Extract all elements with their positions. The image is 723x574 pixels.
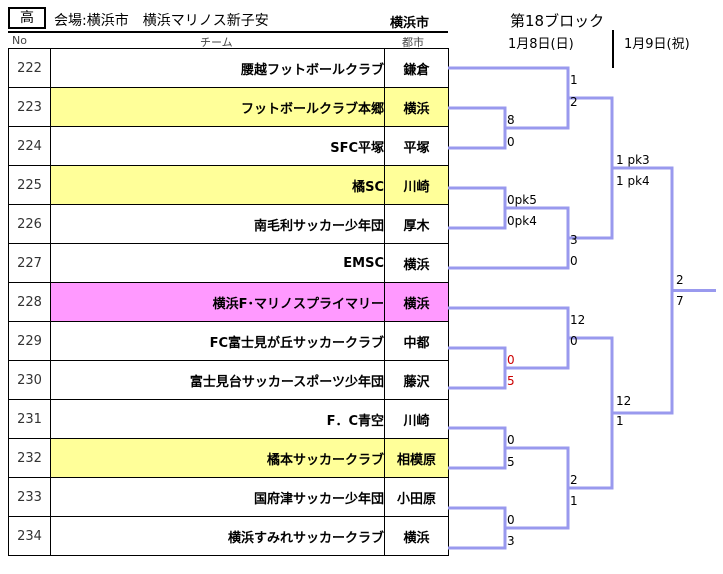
team-city: 厚木 (384, 204, 449, 244)
team-city: 川崎 (384, 399, 449, 439)
row-number: 230 (8, 360, 51, 400)
match-score: 1 (616, 414, 624, 428)
match-score: 2 (570, 95, 578, 109)
team-name: 腰越フットボールクラブ (50, 48, 385, 88)
match-score: 0 (507, 513, 515, 527)
team-name: F．C青空 (50, 399, 385, 439)
match-score: 1 (570, 73, 578, 87)
team-name: 横浜すみれサッカークラブ (50, 516, 385, 556)
match-score: 3 (507, 534, 515, 548)
match-score: 0pk4 (507, 214, 537, 228)
city-label: 横浜市 (390, 16, 430, 31)
match-score: 1 (570, 494, 578, 508)
bracket-match (460, 426, 507, 470)
match-score: 0pk5 (507, 193, 537, 207)
bracket-match (612, 166, 674, 415)
bracket-match (460, 186, 507, 230)
team-city: 平塚 (384, 126, 449, 166)
team-name: FC富士見が丘サッカークラブ (50, 321, 385, 361)
match-score: 0 (507, 433, 515, 447)
team-city: 藤沢 (384, 360, 449, 400)
venue-label: 会場:横浜市 横浜マリノス新子安 (54, 13, 269, 29)
category-badge: 高 (8, 7, 46, 29)
team-city: 中都 (384, 321, 449, 361)
match-score: 0 (570, 334, 578, 348)
bracket-match (568, 96, 614, 240)
team-city: 鎌倉 (384, 48, 449, 88)
team-name: SFC平塚 (50, 126, 385, 166)
match-score: 2 (570, 473, 578, 487)
block-title: 第18ブロック (510, 12, 605, 30)
team-city: 川崎 (384, 165, 449, 205)
col-header-city: 都市 (402, 36, 424, 49)
bracket-match (460, 346, 507, 390)
team-city: 小田原 (384, 477, 449, 517)
round1-date: 1月8日(日) (508, 37, 574, 52)
match-score: 0 (570, 254, 578, 268)
match-score: 2 (676, 273, 684, 287)
match-score: 12 (570, 313, 585, 327)
bracket-match (460, 106, 507, 150)
header-divider (8, 31, 448, 33)
bracket-match (460, 506, 507, 550)
team-name: 横浜F･マリノスプライマリー (50, 282, 385, 322)
match-score: 1 pk4 (616, 174, 650, 188)
row-number: 233 (8, 477, 51, 517)
match-score: 12 (616, 394, 631, 408)
round2-date: 1月9日(祝) (624, 37, 690, 52)
team-city: 横浜 (384, 87, 449, 127)
team-city: 横浜 (384, 282, 449, 322)
date-divider (612, 30, 614, 68)
team-city: 横浜 (384, 516, 449, 556)
row-number: 223 (8, 87, 51, 127)
team-city: 相模原 (384, 438, 449, 478)
col-header-no: No (12, 34, 27, 47)
match-score: 1 pk3 (616, 153, 650, 167)
bracket-match (568, 336, 614, 490)
match-score: 3 (570, 233, 578, 247)
match-score: 0 (507, 135, 515, 149)
match-score: 5 (507, 455, 515, 469)
row-number: 225 (8, 165, 51, 205)
row-number: 234 (8, 516, 51, 556)
match-score: 0 (507, 353, 515, 367)
match-score: 8 (507, 113, 515, 127)
row-number: 226 (8, 204, 51, 244)
team-name: 南毛利サッカー少年団 (50, 204, 385, 244)
match-score: 5 (507, 374, 515, 388)
col-header-team: チーム (200, 36, 233, 49)
match-score: 7 (676, 294, 684, 308)
team-name: 橘SC (50, 165, 385, 205)
